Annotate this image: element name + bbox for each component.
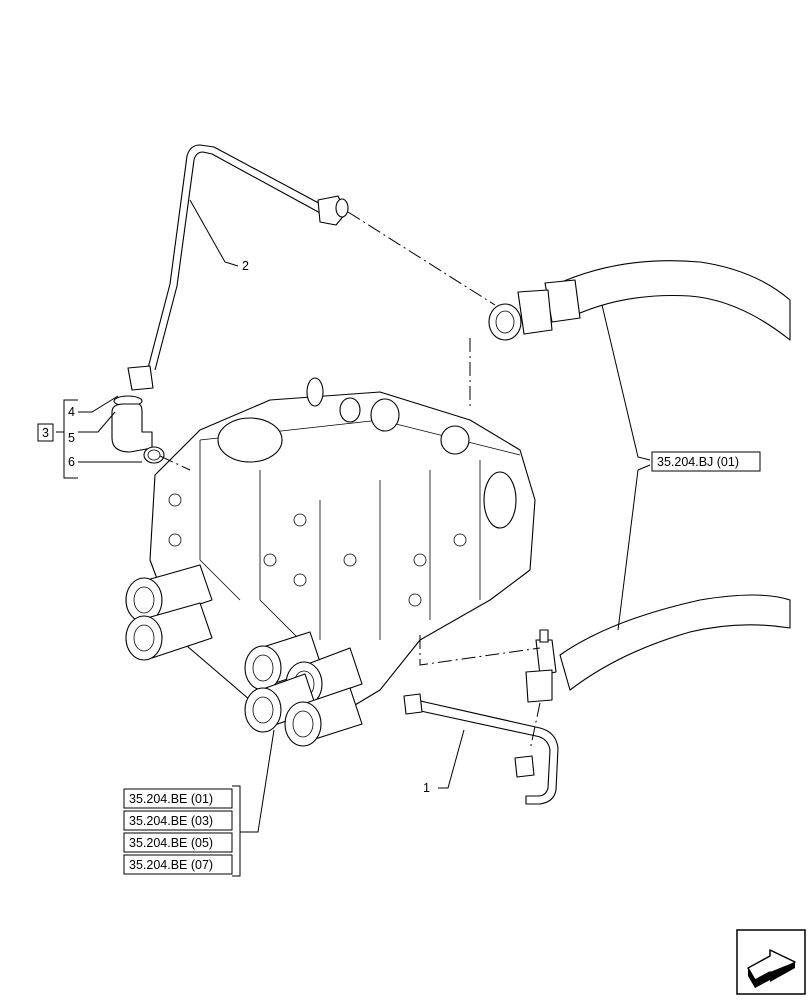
- callout-5: 5: [68, 431, 75, 445]
- coupler-reference-link[interactable]: 35.204.BE (03): [129, 814, 213, 828]
- elbow-fitting-items-4-5-6: [111, 395, 165, 464]
- coupler: [125, 564, 213, 623]
- coupler-reference-box[interactable]: [123, 788, 233, 809]
- coupler-reference-group: 35.204.BE (01) 35.204.BE (03) 35.204.BE …: [123, 788, 233, 875]
- coupler-reference-box[interactable]: [123, 854, 233, 875]
- coupler-reference-link[interactable]: 35.204.BE (07): [129, 858, 213, 872]
- coupler-reference-link[interactable]: 35.204.BE (01): [129, 792, 213, 806]
- next-page-arrow-icon[interactable]: [736, 929, 806, 995]
- hose-reference-link[interactable]: 35.204.BJ (01): [657, 455, 739, 469]
- coupler: [244, 673, 318, 733]
- coupler-reference-box[interactable]: [123, 810, 233, 831]
- callout-2: 2: [242, 259, 249, 273]
- leader-lines: [56, 199, 651, 877]
- callout-1: 1: [423, 781, 430, 795]
- callout-6: 6: [68, 455, 75, 469]
- callout-4: 4: [68, 405, 75, 419]
- coupler: [125, 602, 213, 661]
- hydraulic-hose: [488, 260, 791, 703]
- hose-reference-box[interactable]: [651, 451, 761, 472]
- coupler-reference-link[interactable]: 35.204.BE (05): [129, 836, 213, 850]
- lower-tube-item-1: [403, 693, 559, 805]
- coupler: [284, 687, 363, 747]
- upper-tube-item-2: [127, 144, 349, 391]
- connection-lines: [159, 211, 541, 751]
- control-valve-block: [149, 377, 536, 721]
- callout-3: 3: [42, 426, 49, 440]
- quick-couplers: [125, 564, 363, 747]
- coupler-reference-box[interactable]: [123, 832, 233, 853]
- callout-3-box: [37, 423, 54, 442]
